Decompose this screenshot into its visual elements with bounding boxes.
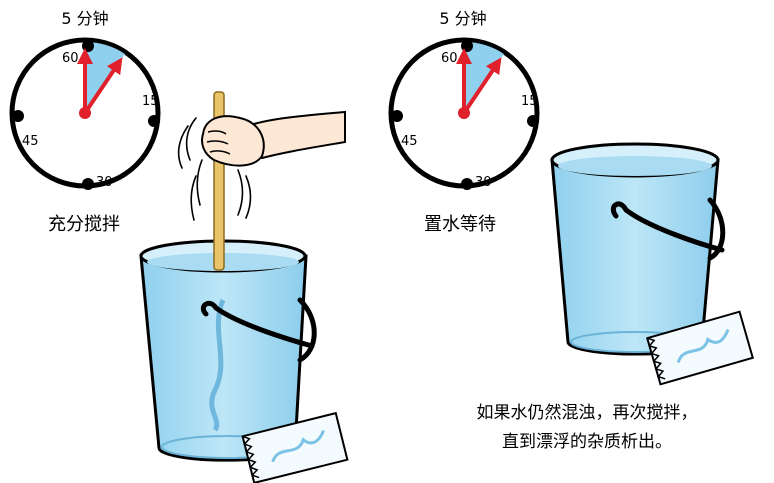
motion-line [190,175,197,221]
finger-lines [206,130,231,155]
packet-edge [242,435,260,479]
packet-wave [676,329,730,364]
clock-tick-15: 15 [521,94,538,109]
clock-title: 5 分钟 [61,9,108,28]
clock-tick-45: 45 [22,134,39,149]
swirl-stream [209,299,226,432]
packet-edge [647,337,666,380]
clock-hand-end [83,57,123,115]
motion-line [177,125,189,169]
clock-tick-15: 15 [142,94,159,109]
bucket-handle-side [707,197,726,261]
step-settle: 5 分钟 60 15 30 45 置水等待 [388,9,754,452]
clock-dot-left [391,110,403,122]
motion-line [245,175,252,219]
step-stir: 5 分钟 60 15 30 45 充分搅拌 [9,9,349,483]
water-surface [558,156,712,176]
clock-tick-30: 30 [96,175,113,190]
step-label: 置水等待 [424,214,496,235]
caption-line-2: 直到漂浮的杂质析出。 [502,432,672,452]
step-label: 充分搅拌 [48,214,120,235]
clock-dot-top [461,40,473,52]
clock-tick-60: 60 [62,51,79,66]
clock-icon: 60 15 30 45 [388,37,540,190]
forearm [238,110,346,160]
clock-dot-bottom [82,178,94,190]
clock-hand-end [462,57,502,115]
caption-line-1: 如果水仍然混浊，再次搅拌， [477,403,698,423]
packet-wave [271,429,326,463]
bucket-handle-side [297,297,317,363]
clock-icon: 60 15 30 45 [9,37,161,190]
clock-dot-left [12,110,24,122]
motion-line [196,159,203,206]
clock-dot-right [527,115,539,127]
motion-line [237,169,244,216]
fist [201,115,265,167]
clock-tick-60: 60 [441,51,458,66]
clock-dot-right [148,115,160,127]
motion-lines [177,117,252,221]
bucket-icon [550,142,726,356]
bucket-handle [200,300,315,349]
packet-icon [241,411,349,483]
clock-dot-bottom [461,178,473,190]
stirring-hand-icon [201,110,346,167]
clock-tick-30: 30 [475,175,492,190]
bucket-handle [610,201,725,253]
clock-center [458,107,470,119]
clock-title: 5 分钟 [439,9,486,28]
clock-center [79,107,91,119]
packet-icon [646,310,754,386]
clock-dot-top [82,40,94,52]
clock-tick-45: 45 [401,134,418,149]
motion-line [185,117,197,161]
